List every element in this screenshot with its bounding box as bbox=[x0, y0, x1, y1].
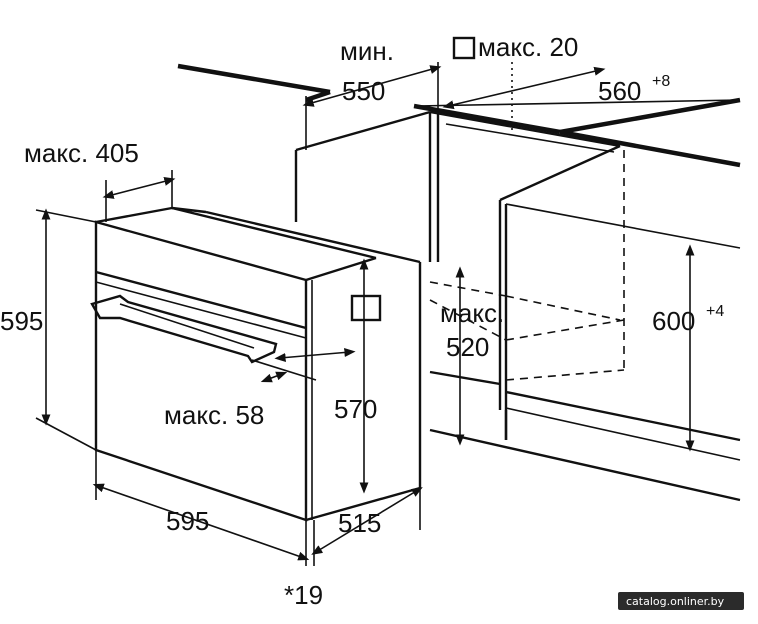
dimension-lines bbox=[35, 62, 741, 566]
label-max-20: макс. 20 bbox=[478, 32, 578, 62]
label-width-niche: 560 bbox=[598, 76, 641, 106]
label-depth-570: 570 bbox=[334, 394, 377, 424]
watermark-bg bbox=[618, 592, 744, 610]
label-width-niche-tol: +8 bbox=[652, 73, 670, 90]
cabinet-niche bbox=[294, 62, 741, 502]
watermark: catalog.onliner.by bbox=[626, 595, 725, 608]
label-min: мин. bbox=[340, 36, 394, 66]
label-height-595: 595 bbox=[0, 306, 43, 336]
label-width-595: 595 bbox=[166, 506, 209, 536]
label-max-520-value: 520 bbox=[446, 332, 489, 362]
label-height-niche: 600 bbox=[652, 306, 695, 336]
label-depth-515: 515 bbox=[338, 508, 381, 538]
label-min-value: 550 bbox=[342, 76, 385, 106]
oven bbox=[90, 206, 422, 522]
label-max-405: макс. 405 bbox=[24, 138, 139, 168]
label-height-niche-tol: +4 bbox=[706, 303, 724, 320]
label-max-58: макс. 58 bbox=[164, 400, 264, 430]
label-max-520: макс. bbox=[440, 298, 504, 328]
oven-handle bbox=[90, 294, 278, 364]
side-slot bbox=[350, 294, 382, 322]
label-footnote: *19 bbox=[284, 580, 323, 610]
square-symbol-icon bbox=[452, 36, 476, 60]
